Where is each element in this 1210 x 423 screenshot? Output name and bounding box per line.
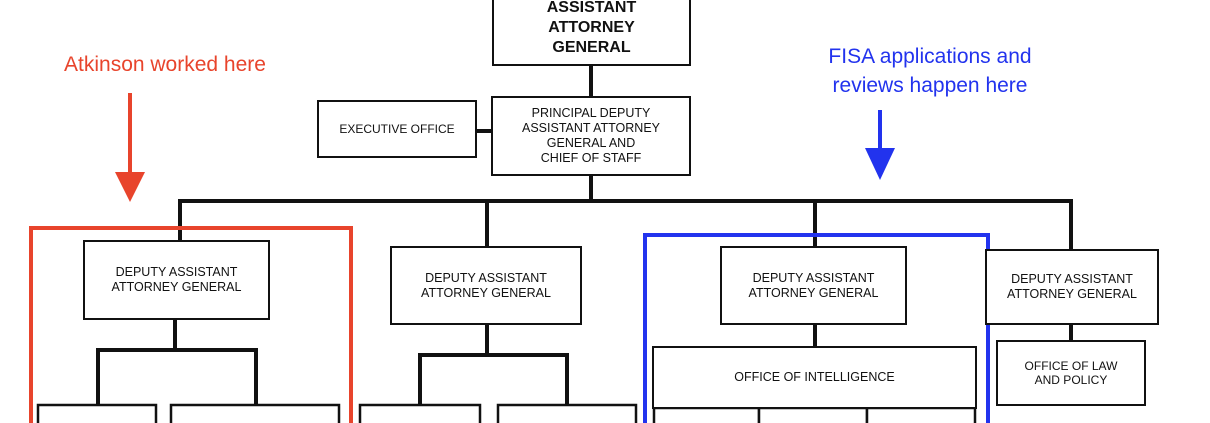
office-of-intelligence-box: OFFICE OF INTELLIGENCE [652,346,977,409]
blue-arrow-head [865,148,895,180]
principal-deputy-box: PRINCIPAL DEPUTY ASSISTANT ATTORNEY GENE… [491,96,691,176]
highlight-frames [29,226,990,423]
bottom-box [865,406,977,423]
executive-office-box: EXECUTIVE OFFICE [317,100,477,158]
atkinson-highlight-frame [29,226,353,423]
bottom-box [652,406,761,423]
connector-lines [96,64,1073,410]
bottom-box [169,403,341,423]
deputy-aag-box-1: DEPUTY ASSISTANT ATTORNEY GENERAL [83,240,270,320]
atkinson-annotation: Atkinson worked here [64,53,266,76]
assistant-attorney-general-box: ASSISTANT ATTORNEY GENERAL [492,0,691,66]
bottom-box [757,406,869,423]
bottom-box [358,403,482,423]
bottom-box [36,403,158,423]
annotation-arrows [115,93,895,202]
deputy-aag-box-4: DEPUTY ASSISTANT ATTORNEY GENERAL [985,249,1159,325]
fisa-annotation: FISA applications and reviews happen her… [828,45,1032,97]
deputy-aag-box-3: DEPUTY ASSISTANT ATTORNEY GENERAL [720,246,907,325]
office-of-law-and-policy-box: OFFICE OF LAW AND POLICY [996,340,1146,406]
deputy-aag-box-2: DEPUTY ASSISTANT ATTORNEY GENERAL [390,246,582,325]
bottom-box [496,403,638,423]
fisa-highlight-frame [643,233,990,423]
red-arrow-head [115,172,145,202]
